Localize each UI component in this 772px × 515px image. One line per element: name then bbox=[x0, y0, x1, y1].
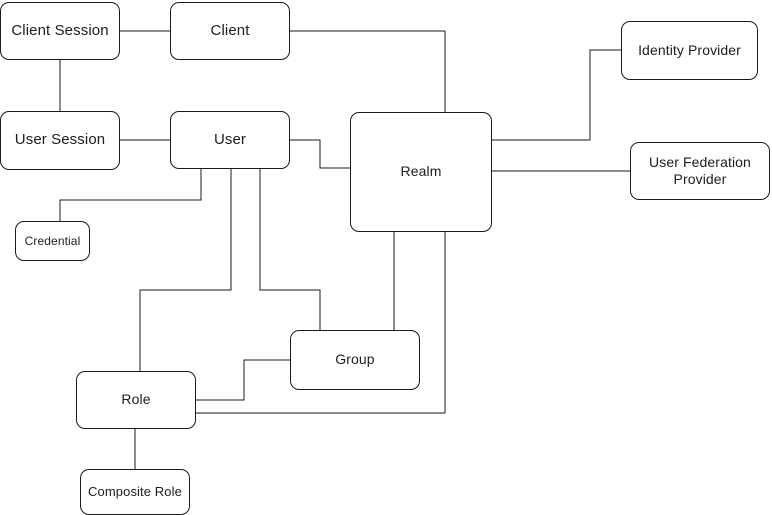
edge-role--group bbox=[195, 359, 291, 401]
node-label-user-federation-provider: User Federation Provider bbox=[649, 153, 751, 187]
node-user[interactable]: User bbox=[170, 111, 290, 169]
node-user-federation-provider[interactable]: User Federation Provider bbox=[630, 142, 770, 200]
node-realm[interactable]: Realm bbox=[350, 112, 492, 232]
node-user-session[interactable]: User Session bbox=[0, 111, 120, 170]
node-label-realm: Realm bbox=[400, 163, 442, 180]
node-credential[interactable]: Credential bbox=[15, 221, 90, 261]
edge-realm--identity-provider bbox=[491, 49, 622, 141]
node-label-identity-provider: Identity Provider bbox=[638, 41, 741, 58]
node-label-user: User bbox=[213, 130, 247, 148]
node-label-client-session: Client Session bbox=[11, 21, 109, 39]
edge-user--realm bbox=[289, 139, 351, 169]
node-label-group: Group bbox=[335, 351, 375, 368]
node-identity-provider[interactable]: Identity Provider bbox=[621, 21, 758, 80]
node-composite-role[interactable]: Composite Role bbox=[80, 469, 190, 515]
node-label-role: Role bbox=[121, 391, 151, 408]
node-role[interactable]: Role bbox=[76, 371, 196, 429]
node-label-client: Client bbox=[210, 21, 250, 39]
node-label-user-session: User Session bbox=[14, 131, 106, 149]
node-label-credential: Credential bbox=[24, 233, 81, 248]
edge-user--role bbox=[139, 168, 232, 372]
edge-user--group bbox=[259, 168, 321, 331]
node-label-composite-role: Composite Role bbox=[88, 484, 182, 500]
node-client-session[interactable]: Client Session bbox=[0, 2, 120, 60]
node-client[interactable]: Client bbox=[170, 2, 290, 60]
edge-realm--role bbox=[195, 231, 446, 414]
node-group[interactable]: Group bbox=[290, 330, 420, 390]
edge-user--credential bbox=[59, 168, 202, 222]
edge-client--realm bbox=[289, 30, 446, 113]
